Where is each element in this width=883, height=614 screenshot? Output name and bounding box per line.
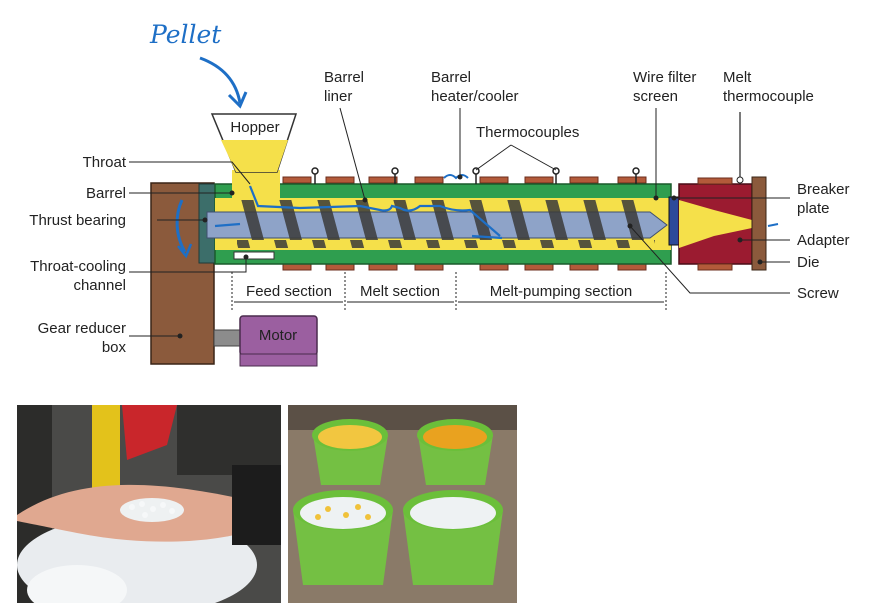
adapter-label: Adapter — [797, 232, 850, 249]
gear-reducer-label-line1: Gear reducer — [38, 320, 126, 337]
handwritten-squiggle — [443, 174, 469, 180]
leader-dots — [177, 174, 763, 339]
barrel-heater-label-line1: Barrel — [431, 69, 471, 86]
bowl-yellow-pellets — [312, 419, 388, 485]
adapter-melt-channel — [679, 200, 752, 248]
barrel-liner-label-line1: Barrel — [324, 69, 364, 86]
feed-section-label: Feed section — [246, 283, 332, 300]
melt-thermocouple-tip — [736, 176, 744, 184]
throat-cooling-label-line2: channel — [73, 277, 126, 294]
melt-thermocouple-label-line1: Melt — [723, 69, 752, 86]
motor-shaft — [213, 329, 241, 347]
handwritten-rotation-arrowhead — [177, 243, 193, 259]
heater-bands-bottom — [282, 263, 647, 271]
barrel-label: Barrel — [86, 185, 126, 202]
throat-cooling-channel — [233, 251, 275, 260]
pellet-annotation: Pellet — [149, 20, 222, 49]
bowl-white-pellets — [403, 490, 503, 585]
thermocouples-label: Thermocouples — [476, 124, 579, 141]
handwritten-flow-path — [214, 185, 503, 240]
adapter-heater-bottom — [697, 263, 733, 271]
handwritten-rotation-arrow — [175, 199, 187, 253]
adapter-heater-top — [697, 177, 733, 185]
melt-section-label: Melt section — [360, 283, 440, 300]
gear-reducer-label-line2: box — [102, 339, 127, 356]
die-label: Die — [797, 254, 820, 271]
hopper-label: Hopper — [230, 119, 279, 136]
throat-label: Throat — [83, 154, 127, 171]
screw-label: Screw — [797, 285, 839, 302]
breaker-plate-label-line1: Breaker — [797, 181, 850, 198]
barrel-heater-label-line2: heater/cooler — [431, 88, 519, 105]
breaker-plate — [668, 196, 680, 246]
throat-cooling-label-line1: Throat-cooling — [30, 258, 126, 275]
handwritten-arrowhead — [227, 91, 248, 109]
melt-thermocouple-label-line2: thermocouple — [723, 88, 814, 105]
thrust-bearing-label: Thrust bearing — [29, 212, 126, 229]
motor-label: Motor — [259, 327, 297, 344]
hand-holding-pellets-photo — [17, 405, 281, 603]
thermocouple-probes — [311, 167, 640, 184]
throat — [232, 170, 280, 200]
heater-bands-top — [282, 176, 647, 184]
melt-pumping-section-label: Melt-pumping section — [490, 283, 633, 300]
bowl-mixed-pellets — [293, 490, 393, 585]
barrel-liner-label-line2: liner — [324, 88, 352, 105]
section-dividers — [231, 272, 667, 310]
hopper-pellets — [221, 140, 288, 172]
breaker-plate-label-line2: plate — [797, 200, 830, 217]
bowl-orange-pellets — [417, 419, 493, 485]
motor-base — [239, 353, 318, 367]
leader-lines — [129, 107, 790, 337]
handwritten-die-arrow — [767, 223, 779, 227]
pellet-bowls-photo — [288, 405, 517, 603]
wire-filter-label-line2: screen — [633, 88, 678, 105]
handwritten-arrow — [199, 56, 242, 104]
wire-filter-label-line1: Wire filter — [633, 69, 696, 86]
die — [751, 176, 767, 271]
